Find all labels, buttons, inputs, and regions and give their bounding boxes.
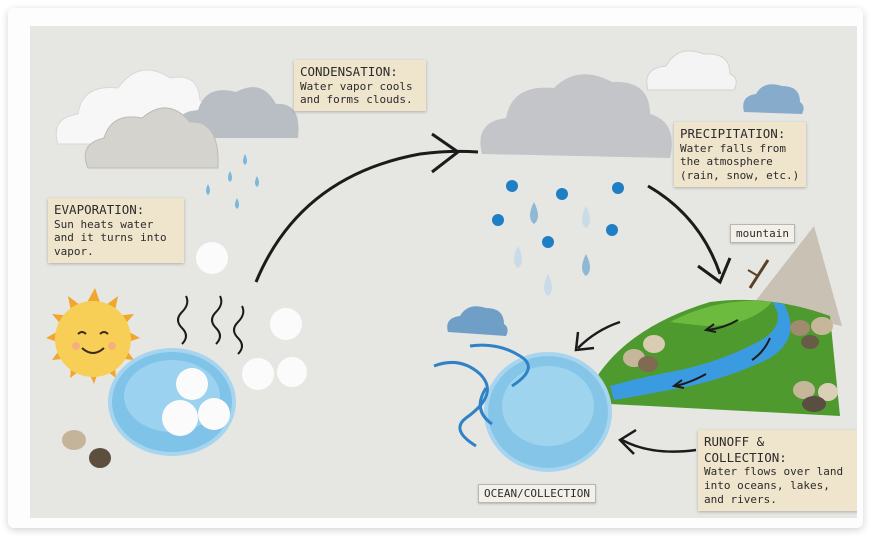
condensation-title: CONDENSATION: — [300, 64, 398, 79]
cycle-arrow-down — [647, 184, 732, 285]
flow-arrows — [671, 319, 771, 389]
water-cycle-scene — [46, 50, 842, 472]
stick-tree — [747, 259, 770, 289]
cycle-arrow-runoff — [618, 428, 697, 455]
pebbles-left — [62, 430, 111, 468]
gray-cloud — [177, 87, 299, 138]
beige-cloud — [84, 107, 219, 169]
evaporation-label: EVAPORATION: Sun heats water and it turn… — [48, 198, 184, 263]
cotton-balls — [162, 242, 307, 436]
evaporation-title: EVAPORATION: — [54, 202, 145, 217]
ocean-collection-tag: OCEAN/COLLECTION — [478, 484, 596, 503]
cycle-arrow-to-bowl — [574, 320, 621, 352]
rain-cloud — [480, 74, 672, 158]
evaporation-description: Sun heats water and it turns into vapor. — [54, 217, 167, 259]
water-bowl-right — [484, 352, 612, 472]
condensation-description: Water vapor cools and forms clouds. — [300, 79, 413, 107]
runoff-description: Water flows over land into oceans, lakes… — [704, 465, 844, 506]
mountain — [750, 226, 842, 326]
vapor-squiggles — [177, 295, 245, 355]
image-frame: CONDENSATION: Water vapor cools and form… — [8, 8, 863, 528]
precipitation-label: PRECIPITATION: Water falls from the atmo… — [674, 122, 806, 187]
water-cycle-board: CONDENSATION: Water vapor cools and form… — [30, 26, 857, 518]
river — [610, 302, 791, 400]
precipitation-title: PRECIPITATION: — [680, 126, 786, 141]
blue-yarn-cloud — [433, 306, 530, 448]
runoff-title: RUNOFF & COLLECTION: — [704, 434, 787, 465]
small-clouds-right — [646, 50, 804, 114]
pebbles-right — [623, 317, 838, 412]
cycle-arrow-up — [254, 132, 479, 283]
sun — [46, 288, 140, 384]
condensation-label: CONDENSATION: Water vapor cools and form… — [294, 60, 426, 112]
rain-drops-beads — [492, 180, 624, 296]
mountain-tag: mountain — [730, 224, 795, 243]
precipitation-description: Water falls from the atmosphere (rain, s… — [680, 141, 800, 183]
runoff-label: RUNOFF & COLLECTION: Water flows over la… — [698, 430, 857, 511]
left-raindrops — [206, 154, 259, 209]
